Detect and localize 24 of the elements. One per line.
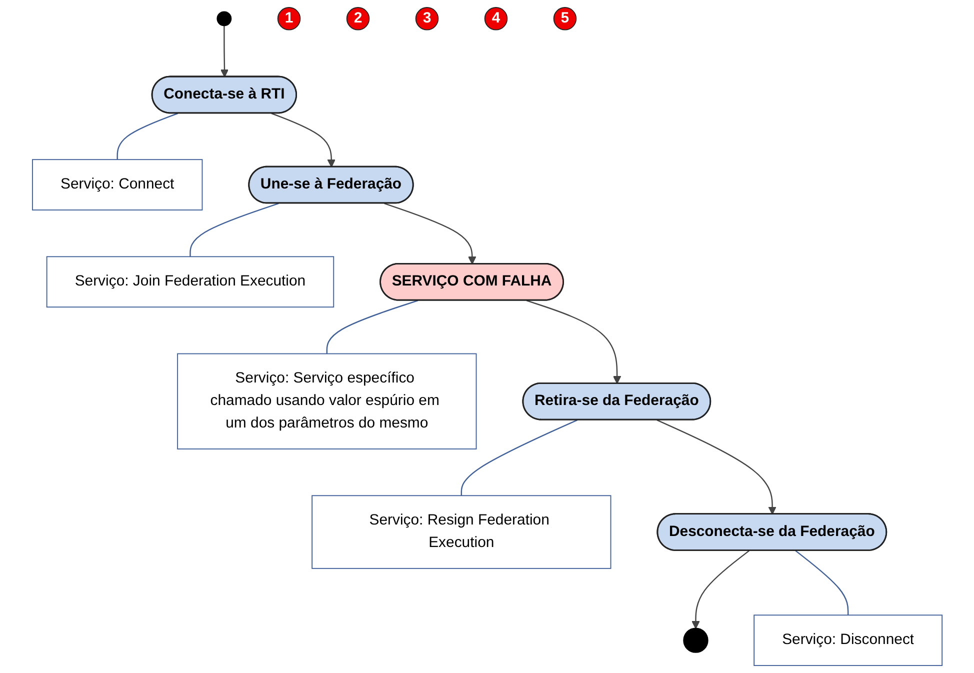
activity-diagram: Conecta-se à RTI Serviço: Connect 1 Une-se à Federação Serviço: Join Federation Execution 2 SERVIÇO COM FALHA Serviço: Serviço específico chamado usando valor espúrio em um dos parâmetros do mesmo 3 Retira-se da Federação Serviço: Resign Federation Execution 4 Desconecta-se da Federação Serviço: Disconnect 5 xyxy=(24,0,950,673)
connector xyxy=(794,550,848,616)
connector xyxy=(326,300,418,354)
node-circle xyxy=(553,7,576,30)
node-circle xyxy=(415,7,438,30)
arrow xyxy=(656,419,776,515)
node-circle xyxy=(346,7,370,30)
node-circle xyxy=(682,628,708,653)
arrow xyxy=(691,550,750,630)
node-box xyxy=(753,614,942,666)
node-box xyxy=(311,495,611,569)
node-circle xyxy=(277,7,300,30)
arrow xyxy=(220,26,228,78)
node-box xyxy=(46,256,334,308)
node-box xyxy=(176,353,476,450)
node-box xyxy=(32,159,202,210)
node-circle xyxy=(216,11,232,26)
node-circle xyxy=(484,7,508,30)
connector xyxy=(189,202,279,257)
arrow xyxy=(526,300,621,384)
arrow xyxy=(384,202,476,264)
arrow xyxy=(270,112,336,168)
connector xyxy=(116,112,178,160)
connector xyxy=(460,419,578,496)
